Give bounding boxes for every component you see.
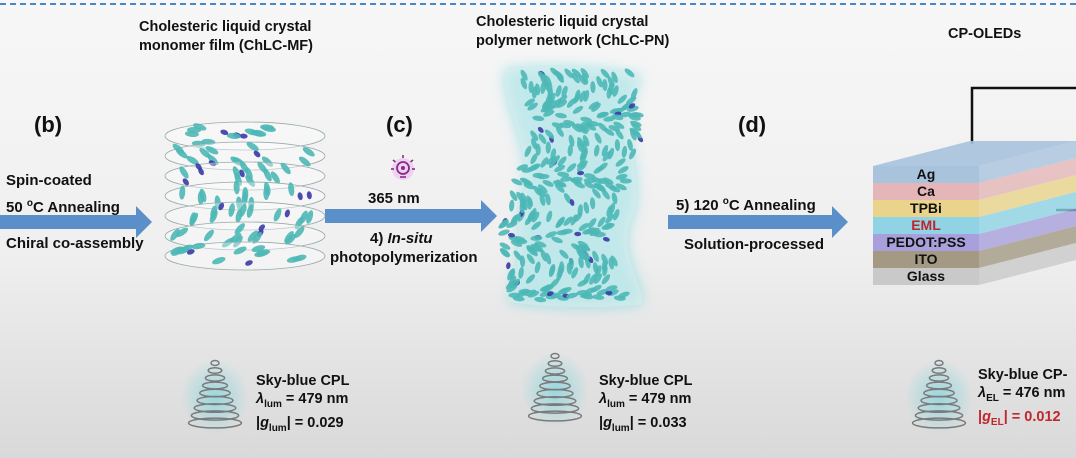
oled-title: CP-OLEDs	[948, 26, 1022, 42]
step-b-line3: Chiral co-assembly	[6, 235, 144, 252]
uv-lamp-icon	[391, 155, 415, 180]
device-layer-pedotpss: PEDOT:PSS	[873, 234, 979, 251]
step-b-line1: Spin-coated	[6, 172, 92, 189]
helix-icon-3	[905, 359, 973, 435]
top-dashed-border	[0, 3, 1076, 5]
device-layer-ca: Ca	[873, 183, 979, 200]
step-c-wavelength: 365 nm	[368, 190, 420, 207]
polymer-network-illustration	[498, 66, 644, 308]
monomer-film-illustration	[164, 121, 326, 271]
device-layer-glass: Glass	[873, 268, 979, 285]
step-b-line2: 50 oC Annealing	[6, 198, 120, 216]
cpl-block-3: Sky-blue CP- λEL = 476 nm |gEL| = 0.012	[978, 367, 1068, 428]
device-layer-eml: EML	[873, 217, 979, 234]
arrow-c	[325, 200, 497, 232]
device-layer-ito: ITO	[873, 251, 979, 268]
helix-icon-1	[181, 359, 249, 435]
panel-label-d: (d)	[738, 112, 767, 137]
step-c-line1: 4) In-situ	[370, 230, 433, 247]
cpl-block-1: Sky-blue CPL λlum = 479 nm |glum| = 0.02…	[256, 373, 350, 434]
device-layer-tpbi: TPBi	[873, 200, 979, 217]
panel-label-c: (c)	[386, 112, 413, 137]
cpl-block-2: Sky-blue CPL λlum = 479 nm |glum| = 0.03…	[599, 373, 693, 434]
helix-icon-2	[521, 352, 589, 428]
arrow-b	[0, 206, 152, 238]
step-d-line1: 5) 120 oC Annealing	[676, 196, 816, 214]
step-d-line2: Solution-processed	[684, 236, 825, 253]
panel-label-b: (b)	[34, 112, 63, 137]
device-side-faces	[873, 141, 1076, 285]
step-c-line2: photopolymerization	[330, 249, 478, 266]
arrow-d	[668, 206, 848, 238]
device-layer-ag: Ag	[873, 166, 979, 183]
